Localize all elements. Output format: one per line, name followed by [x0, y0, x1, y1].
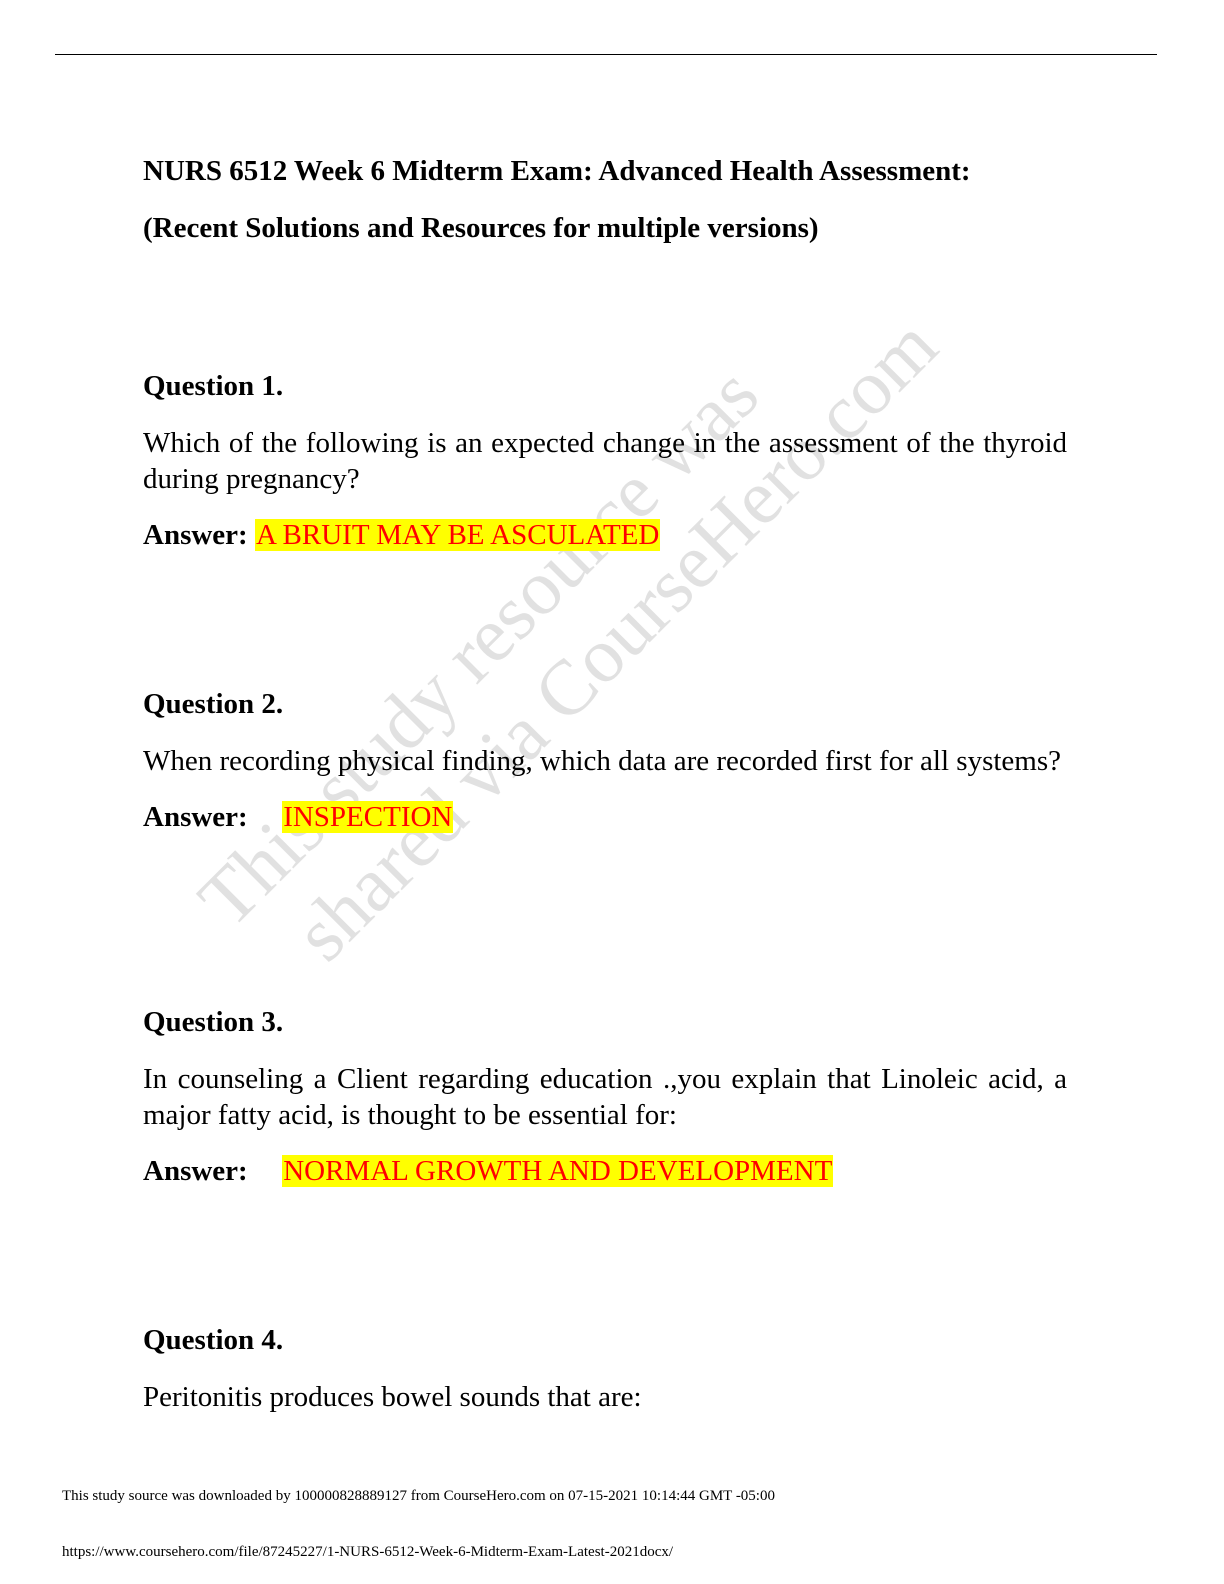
answer-row: Answer: INSPECTION — [143, 799, 1067, 835]
question-heading: Question 2. — [143, 688, 284, 720]
question-text: Peritonitis produces bowel sounds that a… — [143, 1381, 642, 1413]
question-text: When recording physical finding, which d… — [143, 745, 1062, 777]
answer-row: Answer: A BRUIT MAY BE ASCULATED — [143, 517, 1067, 553]
question-heading: Question 3. — [143, 1006, 284, 1038]
title-line-1: NURS 6512 Week 6 Midterm Exam: Advanced … — [143, 155, 971, 187]
watermark: This study resource was shared via Cours… — [180, 173, 1017, 1010]
title-line-2: (Recent Solutions and Resources for mult… — [143, 212, 819, 244]
source-url-link[interactable]: https://www.coursehero.com/file/87245227… — [62, 1544, 674, 1560]
question-text: In counseling a Client regarding educati… — [143, 1063, 1067, 1131]
answer-label: Answer: — [143, 801, 248, 833]
question-heading: Question 4. — [143, 1324, 284, 1356]
question-block-2: Question 2. When recording physical find… — [143, 687, 1067, 835]
watermark-line-2: shared via CourseHero.com — [277, 301, 954, 977]
question-block-4: Question 4. Peritonitis produces bowel s… — [143, 1323, 1067, 1415]
answer-label: Answer: — [143, 519, 248, 551]
download-note: This study source was downloaded by 1000… — [62, 1488, 775, 1504]
header-rule — [55, 54, 1157, 55]
answer-row: Answer: NORMAL GROWTH AND DEVELOPMENT — [143, 1153, 1067, 1189]
answer-value: A BRUIT MAY BE ASCULATED — [254, 519, 661, 551]
question-heading: Question 1. — [143, 370, 284, 402]
question-text: Which of the following is an expected ch… — [143, 427, 1067, 495]
question-block-3: Question 3. In counseling a Client regar… — [143, 1005, 1067, 1189]
answer-value: NORMAL GROWTH AND DEVELOPMENT — [282, 1155, 834, 1187]
answer-label: Answer: — [143, 1155, 248, 1187]
document-title: NURS 6512 Week 6 Midterm Exam: Advanced … — [143, 143, 1083, 257]
answer-value: INSPECTION — [282, 801, 454, 833]
question-block-1: Question 1. Which of the following is an… — [143, 369, 1067, 553]
